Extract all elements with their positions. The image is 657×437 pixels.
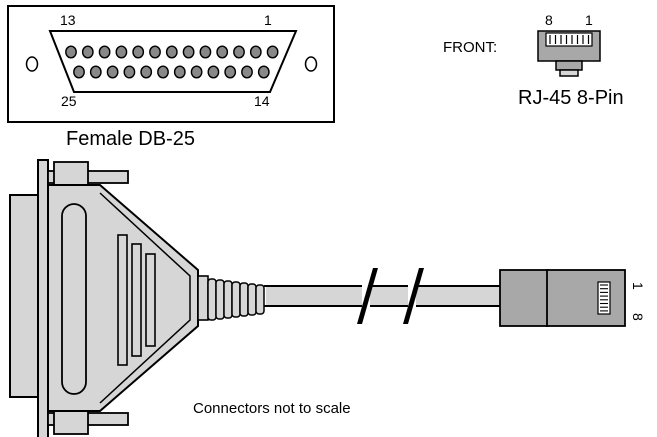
db25-pin bbox=[257, 65, 270, 79]
db25-pin bbox=[190, 65, 203, 79]
db25-pin bbox=[199, 45, 212, 59]
strain-relief-ridge bbox=[215, 279, 225, 320]
strain-relief-ridge bbox=[231, 281, 241, 318]
db25-mount-hole-right bbox=[304, 56, 318, 72]
db25-mount-hole-left bbox=[25, 56, 39, 72]
db25-pin bbox=[157, 65, 169, 79]
rj45-pin-label-8: 8 bbox=[545, 12, 553, 28]
strain-relief-ridge bbox=[239, 282, 249, 317]
db25-pin bbox=[249, 45, 262, 59]
db25-pin bbox=[123, 65, 136, 79]
db25-pin bbox=[89, 65, 102, 79]
cable-break-mark-2 bbox=[403, 268, 424, 324]
rj45-front-label: FRONT: bbox=[443, 39, 497, 56]
db25-side-view bbox=[9, 159, 265, 437]
db25-pin bbox=[233, 45, 245, 59]
db25-hood-vent-1 bbox=[117, 234, 128, 366]
db25-pin bbox=[132, 45, 145, 59]
db25-side-frame-top bbox=[37, 159, 49, 437]
db25-pin bbox=[241, 65, 253, 79]
db25-pin bbox=[165, 45, 178, 59]
rj45-side-view: 1 8 bbox=[499, 269, 646, 327]
rj45-contact-window bbox=[545, 32, 593, 47]
rj45-side-boot bbox=[499, 269, 549, 327]
db25-hood-vent-2 bbox=[131, 243, 142, 357]
db25-pin bbox=[115, 45, 128, 59]
rj45-caption: RJ-45 8-Pin bbox=[518, 87, 624, 109]
rj45-contacts bbox=[549, 35, 590, 44]
db25-pin bbox=[106, 65, 119, 79]
db25-pin bbox=[65, 45, 77, 59]
rj45-side-contacts bbox=[600, 284, 608, 312]
strain-relief-ridge bbox=[247, 283, 257, 316]
strain-relief-ridge bbox=[207, 278, 217, 321]
strain-relief-ridge bbox=[223, 280, 233, 319]
db25-pin bbox=[149, 45, 161, 59]
rj45-tab-upper bbox=[555, 60, 583, 71]
db25-pin bbox=[98, 45, 111, 59]
db25-pin bbox=[207, 65, 220, 79]
db25-side-faceplate bbox=[9, 194, 41, 398]
db25-pin bbox=[73, 65, 85, 79]
db25-pin bbox=[81, 45, 94, 59]
db25-shell bbox=[48, 30, 298, 93]
db25-pins bbox=[65, 45, 279, 79]
db25-pin bbox=[216, 45, 229, 59]
db25-pin bbox=[224, 65, 237, 79]
rj45-side-contact-window bbox=[597, 281, 611, 315]
cable-segment-right bbox=[416, 286, 500, 306]
rj45-side-head bbox=[546, 269, 626, 327]
rj45-tab-lower bbox=[559, 69, 579, 77]
db25-pin bbox=[182, 45, 195, 59]
cable bbox=[264, 268, 500, 324]
not-to-scale-note: Connectors not to scale bbox=[193, 400, 351, 417]
db25-front-view: 13 1 25 14 Female DB-25 bbox=[7, 5, 335, 150]
db25-pin-label-13: 13 bbox=[60, 12, 76, 28]
strain-relief-collar bbox=[197, 275, 209, 321]
db25-pin-label-1: 1 bbox=[264, 12, 272, 28]
rj45-pin-label-1: 1 bbox=[585, 12, 593, 28]
db25-hood-slot-large bbox=[61, 203, 87, 395]
db25-pin bbox=[140, 65, 153, 79]
cable-break-mark-1 bbox=[357, 268, 378, 324]
db25-caption: Female DB-25 bbox=[66, 128, 195, 150]
db25-hood-inner-outline bbox=[99, 192, 191, 404]
db25-pin bbox=[173, 65, 186, 79]
db25-pin-label-14: 14 bbox=[254, 93, 270, 109]
cable-segment-left bbox=[266, 286, 362, 306]
db25-pin-label-25: 25 bbox=[61, 93, 77, 109]
strain-relief bbox=[197, 275, 265, 321]
rj45-side-pin-label-8: 8 bbox=[630, 313, 646, 321]
db25-hood-vent-3 bbox=[145, 253, 156, 347]
rj45-front-view: FRONT: 8 1 RJ-45 8-Pin bbox=[443, 12, 624, 109]
cable-segment-middle bbox=[370, 286, 408, 306]
rj45-side-pin-label-1: 1 bbox=[630, 282, 646, 290]
strain-relief-ridge bbox=[255, 284, 265, 315]
db25-pin bbox=[266, 45, 279, 59]
